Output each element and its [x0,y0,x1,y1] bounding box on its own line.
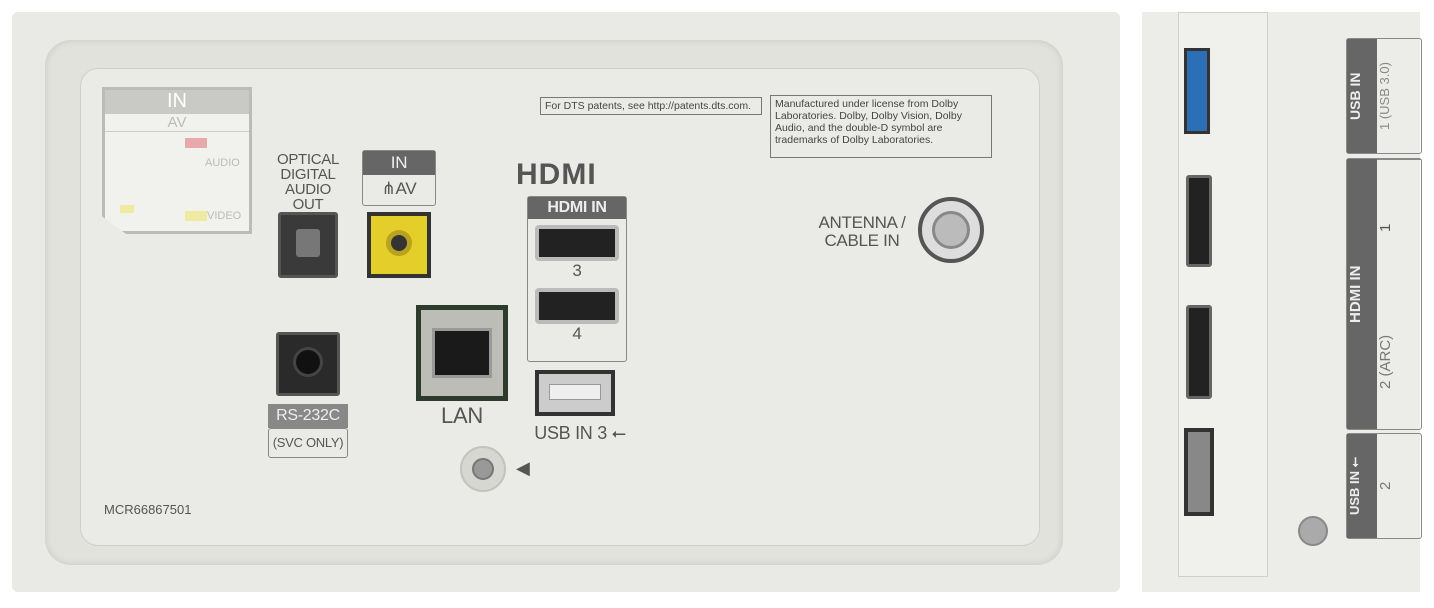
dts-note: For DTS patents, see http://patents.dts.… [540,97,762,115]
audio-label: AUDIO [205,157,240,169]
av-in-label: ⋔AV [381,179,417,198]
antenna-port[interactable] [918,197,984,263]
red-audio-plug [185,138,207,148]
av-sticker: IN AV AUDIO VIDEO [102,87,252,234]
model-number: MCR66867501 [104,502,192,517]
hdmi-1-port[interactable] [1186,175,1212,267]
video-plug-end [120,205,134,213]
hdmi-2-port[interactable] [1186,305,1212,399]
usb-2-header: USB IN ⭠ [1347,434,1377,538]
svc-only-label: (SVC ONLY) [268,428,348,458]
hdmi-1-label: 1 [1377,159,1421,295]
usb-3-label: USB IN 3 ⭠ [534,423,626,443]
usb-3-port[interactable] [535,370,615,416]
lan-port[interactable] [416,305,508,401]
video-label: VIDEO [207,210,242,222]
usb-1-header: USB IN [1347,39,1377,153]
hdmi-in-box: HDMI IN 3 4 [527,196,627,362]
usb-2-label: 2 [1377,481,1394,491]
side-screw-icon [1298,516,1328,546]
rs232-port[interactable] [276,332,340,396]
av-in-header: IN [363,151,435,175]
hdmi-port-4[interactable] [535,288,619,324]
screw-icon [460,446,506,492]
av-in-port[interactable] [367,212,431,278]
hdmi-port-3-label: 3 [572,261,582,280]
dolby-note: Manufactured under license from Dolby La… [770,95,992,158]
antenna-label: ANTENNA / CABLE IN [818,213,906,250]
hdmi-port-3[interactable] [535,225,619,261]
lan-label: LAN [441,403,483,428]
yellow-video-plug [185,211,207,221]
hdmi-2-label: 2 (ARC) [1377,334,1394,390]
usb-1-port[interactable] [1184,48,1210,134]
optical-label: OPTICAL DIGITAL AUDIO OUT [276,151,340,213]
optical-port[interactable] [278,212,338,278]
usb-1-label: 1 (USB 3.0) [1377,62,1392,130]
rs232-label: RS-232C [268,404,348,428]
arrow-icon: ◀ [516,458,530,478]
av-in-label-box: IN ⋔AV [362,150,436,206]
av-sticker-header: IN [105,90,249,114]
hdmi-label-box: HDMI IN 1 2 (ARC) [1346,158,1422,430]
hdmi-header: HDMI IN [1347,159,1377,429]
hdmi-port-4-label: 4 [572,324,582,343]
usb-2-label-box: USB IN ⭠ 2 [1346,433,1422,539]
hdmi-logo: HDMI [516,158,597,191]
av-sticker-sub: AV [105,114,249,132]
hdmi-in-header: HDMI IN [528,197,626,219]
usb-1-label-box: USB IN 1 (USB 3.0) [1346,38,1422,154]
usb-2-port[interactable] [1184,428,1214,516]
